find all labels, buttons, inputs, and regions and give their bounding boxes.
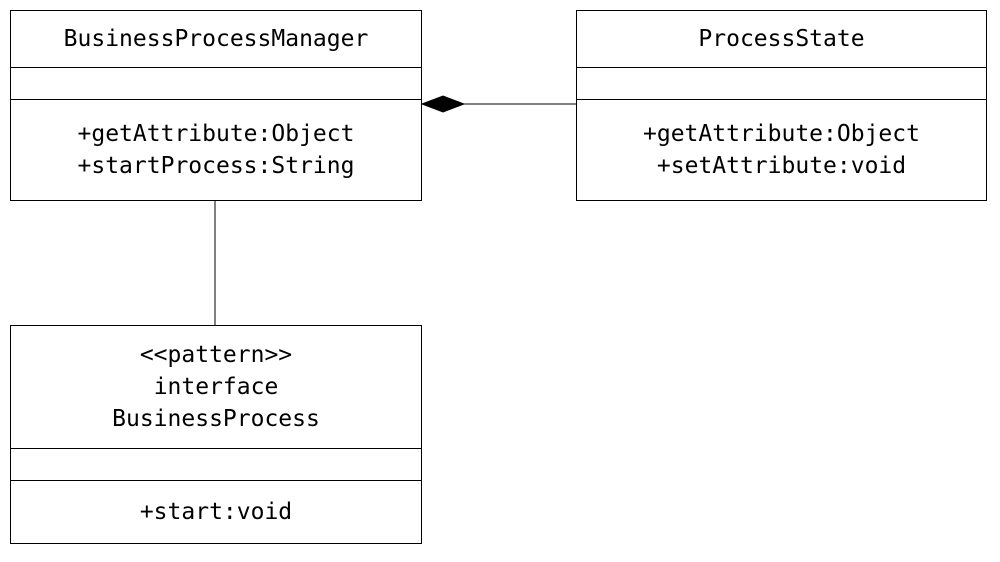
interface-business-process[interactable]: <<pattern>> interface BusinessProcess +s… — [10, 325, 422, 544]
attributes-compartment — [11, 67, 421, 99]
operation: +setAttribute:void — [656, 153, 907, 179]
class-name: BusinessProcessManager — [63, 26, 369, 52]
kind-label: interface — [153, 374, 279, 400]
class-business-process-manager[interactable]: BusinessProcessManager +getAttribute:Obj… — [10, 10, 422, 201]
attributes-compartment — [577, 67, 986, 99]
operations-compartment: +getAttribute:Object +startProcess:Strin… — [11, 99, 421, 200]
class-name-compartment: BusinessProcessManager — [11, 11, 421, 67]
class-name: BusinessProcess — [112, 406, 320, 432]
operations-compartment: +getAttribute:Object +setAttribute:void — [577, 99, 986, 200]
class-name-compartment: <<pattern>> interface BusinessProcess — [11, 326, 421, 448]
class-name-compartment: ProcessState — [577, 11, 986, 67]
operation: +getAttribute:Object — [643, 121, 920, 147]
operations-compartment: +start:void — [11, 480, 421, 543]
operation: +startProcess:String — [77, 153, 355, 179]
attributes-compartment — [11, 448, 421, 480]
operation: +start:void — [139, 499, 293, 525]
class-process-state[interactable]: ProcessState +getAttribute:Object +setAt… — [576, 10, 987, 201]
operation: +getAttribute:Object — [77, 121, 355, 147]
composition-diamond-icon — [420, 95, 466, 113]
class-name: ProcessState — [698, 26, 865, 52]
stereotype-label: <<pattern>> — [139, 342, 293, 368]
